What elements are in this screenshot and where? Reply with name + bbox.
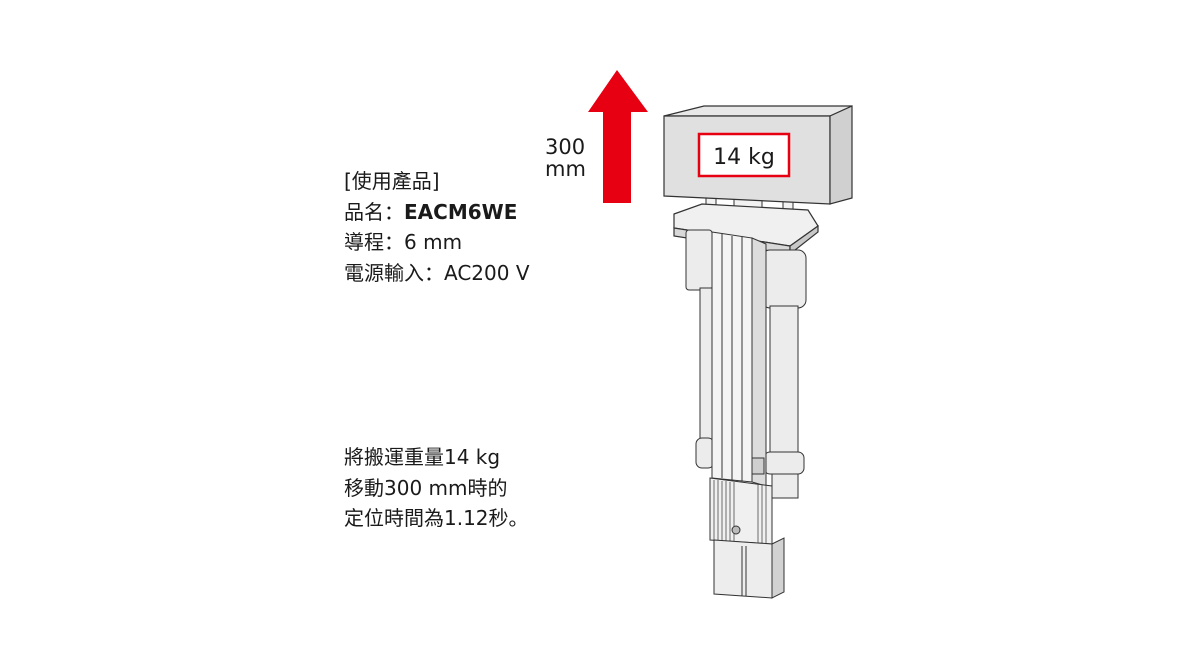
- product-name: EACM6WE: [404, 199, 518, 224]
- result-line-3: 定位時間為1.12秒。: [344, 506, 529, 530]
- spec-power-row: 電源輸入：AC200 V: [344, 258, 530, 289]
- actuator-diagram: 14 kg: [588, 70, 853, 599]
- power-value: AC200 V: [444, 260, 530, 285]
- travel-distance-value: 300: [545, 135, 586, 159]
- up-arrow-icon: [588, 70, 648, 203]
- result-line-1: 將搬運重量14 kg: [344, 445, 501, 469]
- spec-heading: [使用產品]: [344, 169, 440, 193]
- spec-product-row: 品名：EACM6WE: [344, 197, 530, 228]
- left-guide-cylinder: [685, 229, 715, 469]
- product-spec: [使用產品] 品名：EACM6WE 導程：6 mm 電源輸入：AC200 V: [344, 166, 530, 288]
- load-weight-label: 14 kg: [713, 145, 775, 170]
- lead-label: 導程：: [344, 230, 404, 254]
- load-label-box: [697, 132, 791, 178]
- lead-value: 6 mm: [404, 230, 463, 254]
- right-guide-cylinder: [761, 249, 807, 499]
- travel-distance-label: 300 mm: [545, 136, 586, 180]
- spec-lead-row: 導程：6 mm: [344, 227, 530, 258]
- product-label: 品名：: [344, 199, 404, 224]
- travel-distance-unit: mm: [545, 157, 586, 181]
- actuator-body: [711, 231, 767, 487]
- motor: [709, 477, 785, 599]
- result-description: 將搬運重量14 kg 移動300 mm時的 定位時間為1.12秒。: [344, 442, 529, 534]
- power-label: 電源輸入：: [344, 260, 444, 285]
- result-line-2: 移動300 mm時的: [344, 475, 508, 500]
